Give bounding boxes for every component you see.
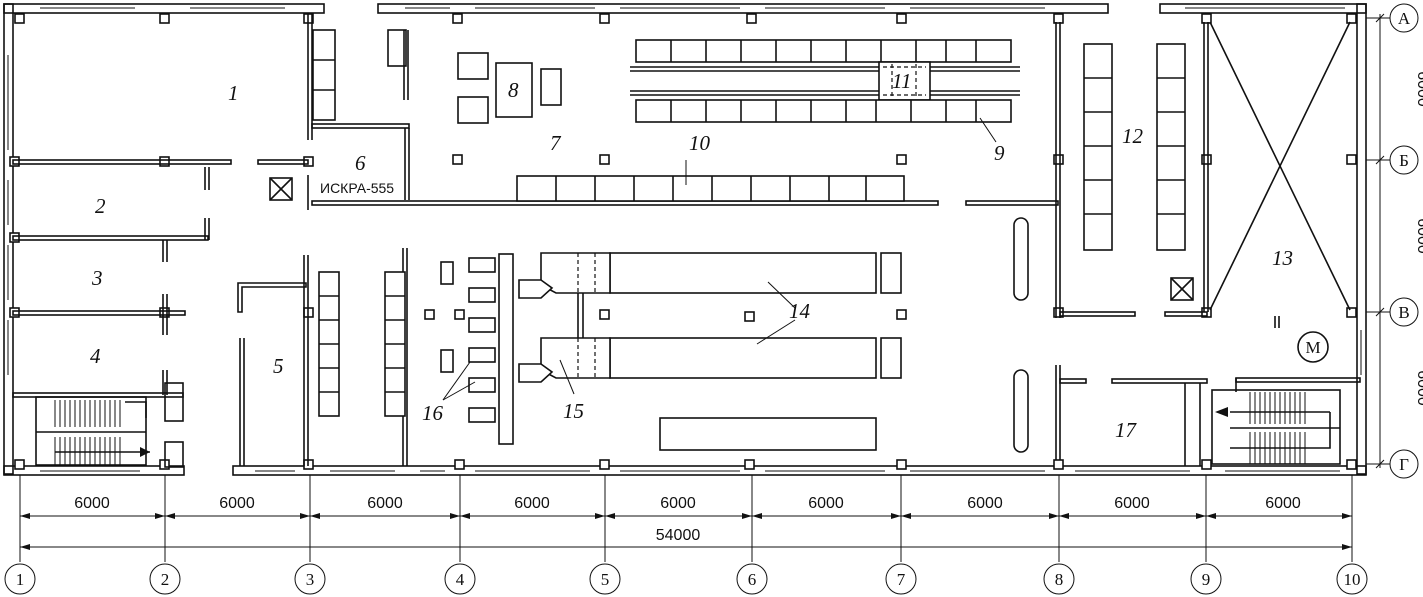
dim-right-3: 6000 (1414, 370, 1423, 406)
equipment (269, 21, 1351, 453)
room-label-13: 13 (1272, 246, 1293, 270)
room-label-3: 3 (91, 266, 103, 290)
dim-overall: 54000 (656, 527, 701, 544)
axis-right: А Б В Г 6000 6000 6000 (1366, 3, 1423, 479)
axis-number-2: 2 (161, 570, 170, 589)
axis-number-6: 6 (748, 570, 757, 589)
room-label-6: 6 (355, 151, 366, 175)
room-label-2: 2 (95, 194, 106, 218)
axis-letter-v: В (1398, 303, 1409, 322)
elevator-shaft (269, 177, 1194, 301)
dim-span-3: 6000 (367, 495, 403, 512)
room-label-12: 12 (1122, 124, 1144, 148)
room-label-16: 16 (422, 401, 444, 425)
room-label-5: 5 (273, 354, 284, 378)
room-label-15: 15 (563, 399, 584, 423)
room-label-7: 7 (550, 131, 562, 155)
dim-span-5: 6000 (660, 495, 696, 512)
dimensions-bottom: 6000 6000 6000 6000 6000 6000 6000 6000 … (19, 475, 1353, 562)
stair-right (1211, 389, 1341, 465)
partitions (12, 14, 1361, 468)
axis-letter-g: Г (1399, 455, 1409, 474)
axis-number-10: 10 (1344, 570, 1361, 589)
room-label-11: 11 (892, 69, 911, 93)
dim-right-2: 6000 (1414, 218, 1423, 254)
device-label: ИСКРА-555 (320, 180, 394, 196)
dim-span-1: 6000 (74, 495, 110, 512)
dim-span-2: 6000 (219, 495, 255, 512)
dim-span-6: 6000 (808, 495, 844, 512)
room-label-1: 1 (228, 81, 239, 105)
axis-number-7: 7 (897, 570, 906, 589)
axis-number-9: 9 (1202, 570, 1211, 589)
stair-left (35, 396, 150, 466)
dim-span-7: 6000 (967, 495, 1003, 512)
room-label-8: 8 (508, 78, 519, 102)
axis-number-4: 4 (456, 570, 465, 589)
dim-span-4: 6000 (514, 495, 550, 512)
dim-span-9: 6000 (1265, 495, 1301, 512)
axis-letter-a: А (1398, 9, 1411, 28)
room-label-17: 17 (1115, 418, 1138, 442)
columns (9, 13, 1357, 470)
machine-row-upper (635, 39, 1012, 63)
axis-letter-b: Б (1399, 151, 1409, 170)
lift-circle (1297, 331, 1329, 363)
axis-number-5: 5 (601, 570, 610, 589)
axis-number-8: 8 (1055, 570, 1064, 589)
room-labels: 1 2 3 4 5 6 7 8 9 10 11 12 13 14 15 16 1… (90, 69, 1293, 442)
room-label-10: 10 (689, 131, 711, 155)
axis-number-1: 1 (16, 570, 25, 589)
lift-label: М (1305, 338, 1320, 357)
axis-bottom: 1 2 3 4 5 6 7 8 9 10 (4, 563, 1368, 595)
room-label-14: 14 (789, 299, 811, 323)
room-label-4: 4 (90, 344, 101, 368)
axis-number-3: 3 (306, 570, 315, 589)
room-label-9: 9 (994, 141, 1005, 165)
dim-right-1: 6000 (1414, 71, 1423, 107)
dim-span-8: 6000 (1114, 495, 1150, 512)
